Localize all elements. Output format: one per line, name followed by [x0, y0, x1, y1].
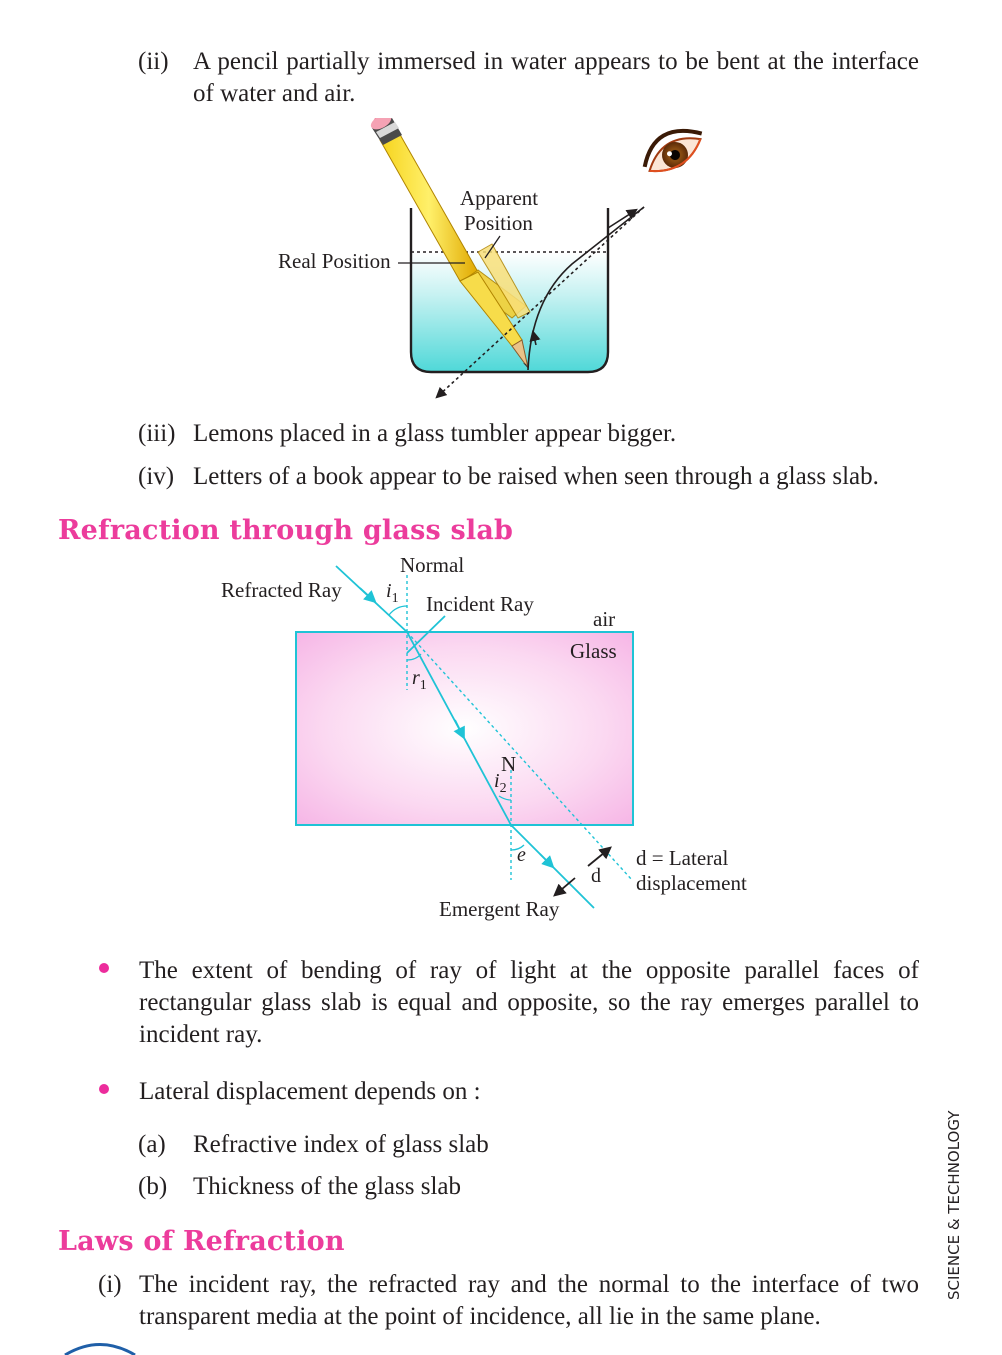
light-ray [527, 206, 645, 371]
side-note: SCIENCE & TECHNOLOGY [945, 1110, 963, 1300]
incident-ray-extension [406, 631, 633, 881]
item-number: (ii) [138, 48, 169, 75]
item-text-thickness: Thickness of the glass slab [193, 1173, 462, 1200]
eye-icon [642, 128, 703, 173]
label-glass: Glass [570, 639, 617, 663]
glass-slab-diagram: Normal Refracted Ray i1 Incident Ray air… [221, 553, 747, 921]
law-text-same-plane: The incident ray, the refracted ray and … [139, 1271, 919, 1330]
label-angle-i1: i1 [386, 580, 399, 606]
label-normal: Normal [400, 553, 464, 577]
item-text-refractive-index: Refractive index of glass slab [193, 1131, 489, 1158]
label-angle-i2: i2 [494, 770, 507, 796]
page-ornament [64, 1343, 136, 1355]
label-apparent-line1: Apparent [460, 186, 538, 210]
label-emergent-ray: Emergent Ray [439, 897, 560, 921]
pencil [370, 118, 529, 369]
item-number: (iv) [138, 463, 175, 490]
label-lateral-line2: displacement [636, 871, 747, 895]
item-number: (a) [138, 1131, 166, 1158]
section-heading-glass-slab: Refraction through glass slab [58, 515, 514, 546]
label-angle-e: e [517, 844, 526, 866]
item-text-letters: Letters of a book appear to be raised wh… [193, 463, 879, 490]
label-d: d [591, 865, 601, 887]
section-heading-laws: Laws of Refraction [58, 1226, 345, 1257]
bullet-text-lateral: Lateral displacement depends on : [139, 1078, 481, 1105]
label-air: air [593, 607, 615, 631]
displacement-arrow-upper [587, 846, 612, 867]
label-refracted-ray: Refracted Ray [221, 578, 342, 602]
label-apparent-line2: Position [464, 211, 533, 235]
label-real-position: Real Position [278, 249, 391, 273]
beaker [409, 208, 610, 374]
item-text-lemons: Lemons placed in a glass tumbler appear … [193, 420, 677, 447]
label-lateral-line1: d = Lateral [636, 846, 728, 870]
label-N: N [501, 752, 516, 776]
label-angle-r1: r1 [412, 667, 427, 693]
item-text-pencil: A pencil partially immersed in water app… [193, 48, 919, 107]
item-number: (b) [138, 1173, 168, 1200]
displacement-arrow-lower [553, 877, 576, 897]
label-incident-ray: Incident Ray [426, 592, 534, 616]
bullet-text-bending: The extent of bending of ray of light at… [139, 957, 919, 1048]
apparent-ray-extension [435, 206, 645, 399]
pencil-apparent [477, 243, 531, 319]
emergent-ray [510, 824, 595, 909]
item-number: (i) [98, 1271, 122, 1298]
bullet-dot [99, 1084, 109, 1094]
item-number: (iii) [138, 420, 176, 447]
pencil-in-water-diagram: Apparent Position Real Position [278, 118, 703, 399]
bullet-dot [99, 963, 109, 973]
